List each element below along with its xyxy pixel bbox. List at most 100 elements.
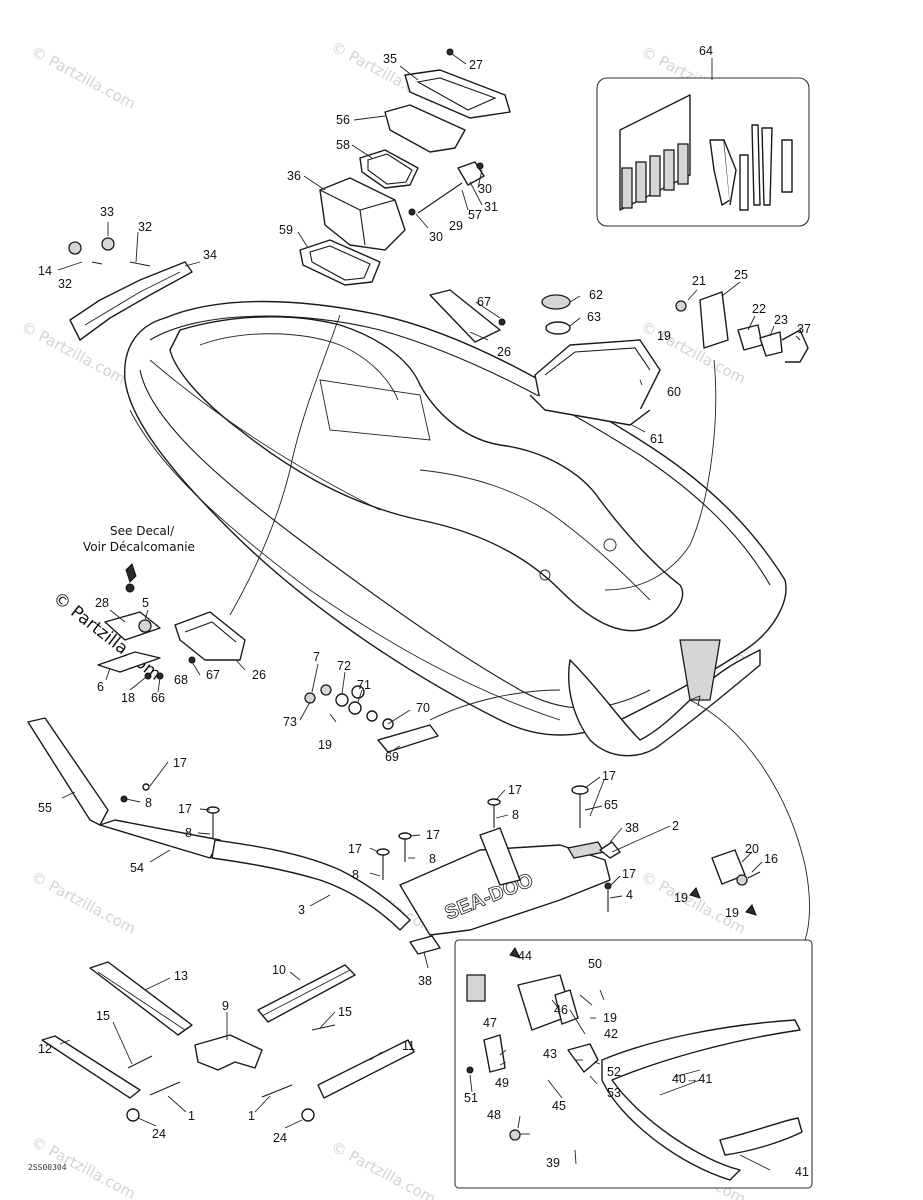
callout-8: 8 bbox=[352, 868, 359, 882]
callout-39: 39 bbox=[546, 1156, 560, 1170]
callout-1: 1 bbox=[248, 1109, 255, 1123]
rear-hardware bbox=[304, 684, 439, 753]
callout-23: 23 bbox=[774, 313, 788, 327]
callout-29: 29 bbox=[449, 219, 463, 233]
decal-note-line1: See Decal/ bbox=[110, 524, 175, 538]
drawing-code: 2SS00304 bbox=[28, 1163, 67, 1172]
callout-33: 33 bbox=[100, 205, 114, 219]
callout-40-41: 40→41 bbox=[672, 1072, 712, 1086]
callout-67: 67 bbox=[206, 668, 220, 682]
callout-31: 31 bbox=[484, 200, 498, 214]
grab-handle-left bbox=[68, 237, 193, 341]
callout-16: 16 bbox=[764, 852, 778, 866]
callout-54: 54 bbox=[130, 861, 144, 875]
callout-46: 46 bbox=[554, 1003, 568, 1017]
callout-49: 49 bbox=[495, 1076, 509, 1090]
callout-30: 30 bbox=[429, 230, 443, 244]
callout-37: 37 bbox=[797, 322, 811, 336]
callout-72: 72 bbox=[337, 659, 351, 673]
callout-63: 63 bbox=[587, 310, 601, 324]
callout-19: 19 bbox=[657, 329, 671, 343]
callout-51: 51 bbox=[464, 1091, 478, 1105]
callout-10: 10 bbox=[272, 963, 286, 977]
callout-11: 11 bbox=[402, 1039, 415, 1053]
callout-7: 7 bbox=[313, 650, 320, 664]
callout-43: 43 bbox=[543, 1047, 557, 1061]
callout-5: 5 bbox=[142, 596, 149, 610]
callout-15: 15 bbox=[338, 1005, 352, 1019]
side-bracket bbox=[675, 291, 809, 363]
callout-34: 34 bbox=[203, 248, 217, 262]
callout-12: 12 bbox=[38, 1042, 52, 1056]
callout-57: 57 bbox=[468, 208, 482, 222]
callout-17: 17 bbox=[178, 802, 192, 816]
callout-62: 62 bbox=[589, 288, 603, 302]
callout-24: 24 bbox=[152, 1127, 166, 1141]
watermark: © Partzilla.com bbox=[28, 868, 139, 938]
callout-17: 17 bbox=[426, 828, 440, 842]
callout-19: 19 bbox=[674, 891, 688, 905]
callout-17: 17 bbox=[602, 769, 616, 783]
callout-38: 38 bbox=[625, 821, 639, 835]
callout-38: 38 bbox=[418, 974, 432, 988]
callout-48: 48 bbox=[487, 1108, 501, 1122]
callout-70: 70 bbox=[416, 701, 430, 715]
callout-32: 32 bbox=[58, 277, 72, 291]
callout-numbers: 27 35 64 56 58 36 30 31 57 30 29 59 33 3… bbox=[38, 44, 811, 1179]
sponsons bbox=[41, 961, 415, 1122]
callout-26: 26 bbox=[252, 668, 266, 682]
callout-68: 68 bbox=[174, 673, 188, 687]
callout-8: 8 bbox=[429, 852, 436, 866]
callout-67: 67 bbox=[477, 295, 491, 309]
callout-42: 42 bbox=[604, 1027, 618, 1041]
callout-59: 59 bbox=[279, 223, 293, 237]
callout-25: 25 bbox=[734, 268, 748, 282]
callout-47: 47 bbox=[483, 1016, 497, 1030]
callout-61: 61 bbox=[650, 432, 664, 446]
callout-18: 18 bbox=[121, 691, 135, 705]
callout-14: 14 bbox=[38, 264, 52, 278]
hull-trim: SEA-DOO bbox=[27, 717, 621, 955]
callout-24: 24 bbox=[273, 1131, 287, 1145]
callout-17: 17 bbox=[508, 783, 522, 797]
callout-17: 17 bbox=[622, 867, 636, 881]
callout-22: 22 bbox=[752, 302, 766, 316]
callout-28: 28 bbox=[95, 596, 109, 610]
callout-56: 56 bbox=[336, 113, 350, 127]
callout-64: 64 bbox=[699, 44, 713, 58]
callout-15: 15 bbox=[96, 1009, 110, 1023]
storage-assembly bbox=[299, 48, 511, 286]
callout-55: 55 bbox=[38, 801, 52, 815]
callout-73: 73 bbox=[283, 715, 297, 729]
callout-6: 6 bbox=[97, 680, 104, 694]
callout-30: 30 bbox=[478, 182, 492, 196]
callout-17: 17 bbox=[348, 842, 362, 856]
callout-19: 19 bbox=[318, 738, 332, 752]
callout-1: 1 bbox=[188, 1109, 195, 1123]
handle-detail-box bbox=[454, 939, 813, 1189]
callout-41: 41 bbox=[795, 1165, 809, 1179]
callout-13: 13 bbox=[174, 969, 188, 983]
callout-65: 65 bbox=[604, 798, 618, 812]
fuel-reservoir bbox=[429, 289, 661, 426]
side-fitting bbox=[689, 849, 761, 916]
callout-8: 8 bbox=[185, 826, 192, 840]
leader-lines bbox=[57, 53, 810, 1171]
callout-27: 27 bbox=[469, 58, 483, 72]
callout-52: 52 bbox=[607, 1065, 621, 1079]
hull bbox=[124, 300, 787, 757]
callout-19: 19 bbox=[603, 1011, 617, 1025]
callout-71: 71 bbox=[357, 678, 371, 692]
callout-2: 2 bbox=[672, 819, 679, 833]
callout-8: 8 bbox=[145, 796, 152, 810]
fasteners bbox=[120, 783, 612, 912]
decal-note-line2: Voir Décalcomanie bbox=[83, 540, 195, 554]
callout-32: 32 bbox=[138, 220, 152, 234]
callout-45: 45 bbox=[552, 1099, 566, 1113]
callout-20: 20 bbox=[745, 842, 759, 856]
callout-19: 19 bbox=[725, 906, 739, 920]
watermark: © Partzilla.com bbox=[328, 1138, 439, 1200]
watermark: © Partzilla.com bbox=[28, 43, 139, 113]
deflector-left bbox=[97, 583, 246, 680]
